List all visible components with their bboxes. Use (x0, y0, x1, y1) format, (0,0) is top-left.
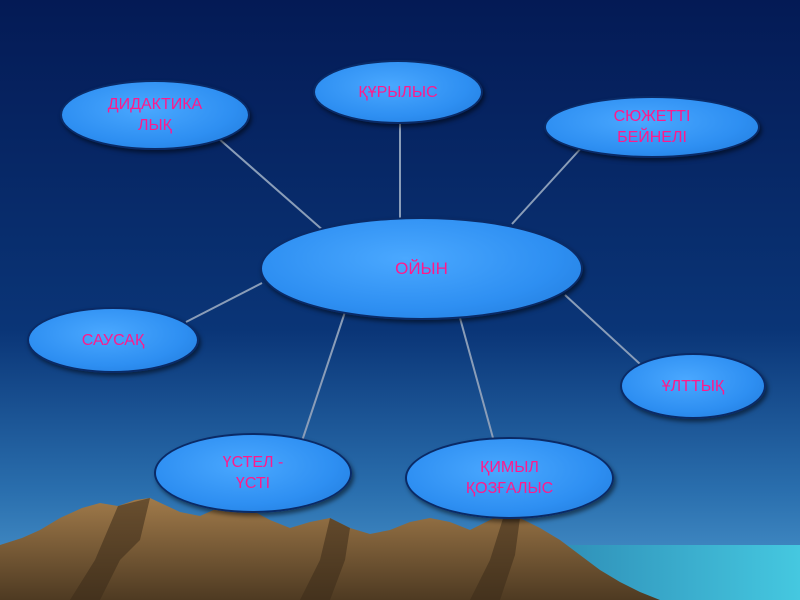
node-label: ҚИМЫЛ ҚОЗҒАЛЫС (465, 459, 554, 497)
center-node: ОЙЫН (260, 217, 583, 320)
center-label: ОЙЫН (395, 259, 448, 278)
node-syuzhetti: СЮЖЕТТІ БЕЙНЕЛІ (544, 96, 760, 158)
node-label: САУСАҚ (81, 331, 145, 349)
node-ulttyk: ҰЛТТЫҚ (620, 353, 766, 419)
node-ustel: ҮСТЕЛ - ҮСТІ (154, 433, 352, 513)
node-label: СЮЖЕТТІ БЕЙНЕЛІ (613, 108, 691, 146)
node-label: ҚҰРЫЛЫС (358, 83, 438, 101)
connector-syuzhetti (511, 145, 584, 225)
node-kurylys: ҚҰРЫЛЫС (313, 60, 483, 124)
node-label: ҰЛТТЫҚ (661, 377, 725, 395)
node-kimyl: ҚИМЫЛ ҚОЗҒАЛЫС (405, 437, 614, 519)
node-label: ДИДАКТИКА ЛЫҚ (107, 96, 203, 134)
connector-ustel (301, 311, 346, 442)
connector-sausak (185, 282, 263, 323)
node-sausak: САУСАҚ (27, 307, 199, 373)
connector-didaktikalyk (217, 137, 326, 233)
node-didaktikalyk: ДИДАКТИКА ЛЫҚ (60, 80, 250, 150)
connector-ulttyk (564, 294, 641, 365)
connector-kimyl (459, 317, 494, 439)
node-label: ҮСТЕЛ - ҮСТІ (222, 454, 284, 492)
connector-lines (185, 122, 641, 442)
